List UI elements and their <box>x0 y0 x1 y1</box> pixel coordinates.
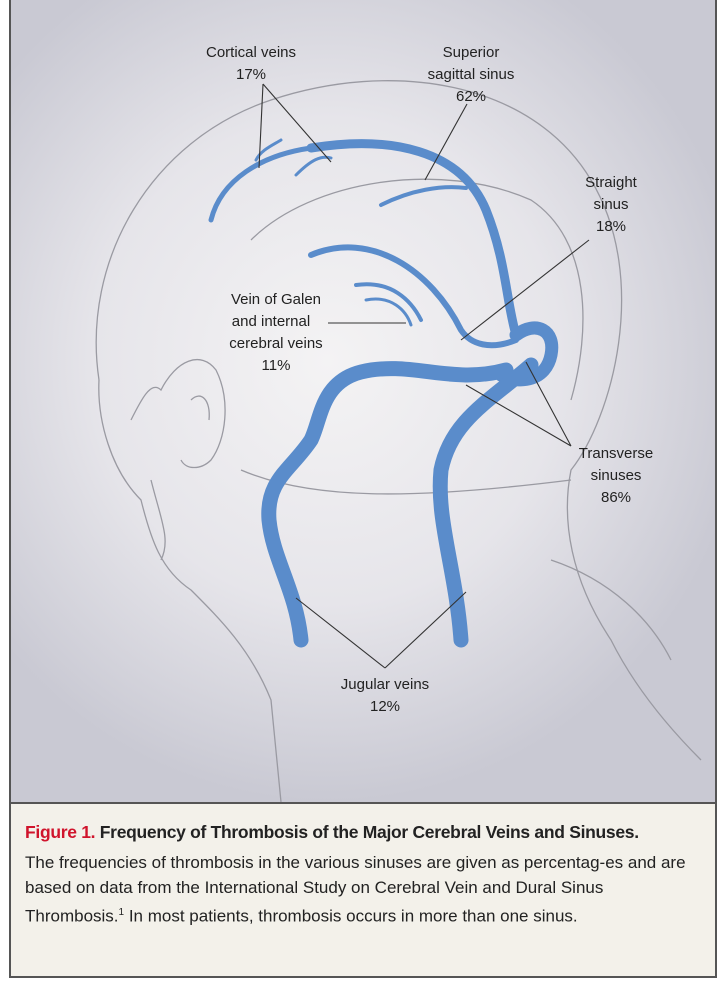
superior-sagittal-sinus <box>306 139 521 340</box>
figure-caption: Figure 1. Frequency of Thrombosis of the… <box>11 802 715 976</box>
head-vein-illustration <box>95 80 702 802</box>
internal-cerebral-vein <box>354 282 423 322</box>
figure-title: Frequency of Thrombosis of the Major Cer… <box>99 822 639 842</box>
label-superior-sagittal-sinus: Superior sagittal sinus 62% <box>411 42 531 108</box>
cortical-vein-branch <box>379 185 468 207</box>
label-percent: 86% <box>600 489 632 506</box>
transverse-sinus <box>432 357 539 648</box>
label-percent: 17% <box>235 66 267 83</box>
label-transverse-sinuses: Transverse sinuses 86% <box>566 443 666 509</box>
label-straight-sinus: Straight sinus 18% <box>561 172 661 238</box>
caption-text: The frequencies of thrombosis in the var… <box>25 853 686 926</box>
label-jugular-veins: Jugular veins 12% <box>325 674 445 718</box>
label-name: sinuses <box>590 467 642 484</box>
label-name: cerebral veins <box>229 335 323 352</box>
label-percent: 11% <box>261 357 291 374</box>
figure-frame <box>9 0 717 978</box>
label-percent: 62% <box>455 88 487 105</box>
leader-lines <box>258 83 590 669</box>
veins <box>208 138 559 648</box>
label-name: Cortical veins <box>205 44 297 61</box>
label-name: Jugular veins <box>340 676 430 693</box>
caption-title: Figure 1. Frequency of Thrombosis of the… <box>25 820 701 844</box>
label-percent: 12% <box>369 698 401 715</box>
label-name: Transverse <box>578 445 654 462</box>
label-name: sagittal sinus <box>427 66 515 83</box>
caption-text-end: In most patients, thrombosis occurs in m… <box>124 906 578 926</box>
label-name: Vein of Galen <box>230 291 322 308</box>
internal-cerebral-vein <box>364 297 413 327</box>
label-name: and internal <box>231 313 311 330</box>
transverse-sinus <box>261 361 514 648</box>
cortical-vein-branch <box>254 138 283 162</box>
label-name: Straight <box>585 174 637 191</box>
illustration: Cortical veins 17% Superior sagittal sin… <box>11 0 715 802</box>
label-vein-of-galen: Vein of Galen and internal cerebral vein… <box>211 289 341 377</box>
label-cortical-veins: Cortical veins 17% <box>191 42 311 86</box>
caption-body: The frequencies of thrombosis in the var… <box>25 850 701 929</box>
cortical-vein <box>208 145 314 223</box>
footnote-ref: 1 <box>118 907 125 918</box>
label-name: Superior <box>442 44 500 61</box>
vein-of-galen <box>308 244 519 349</box>
label-name: sinus <box>593 196 629 213</box>
cortical-vein-branch <box>294 155 333 177</box>
figure-label: Figure 1. <box>25 822 96 842</box>
label-percent: 18% <box>595 218 627 235</box>
